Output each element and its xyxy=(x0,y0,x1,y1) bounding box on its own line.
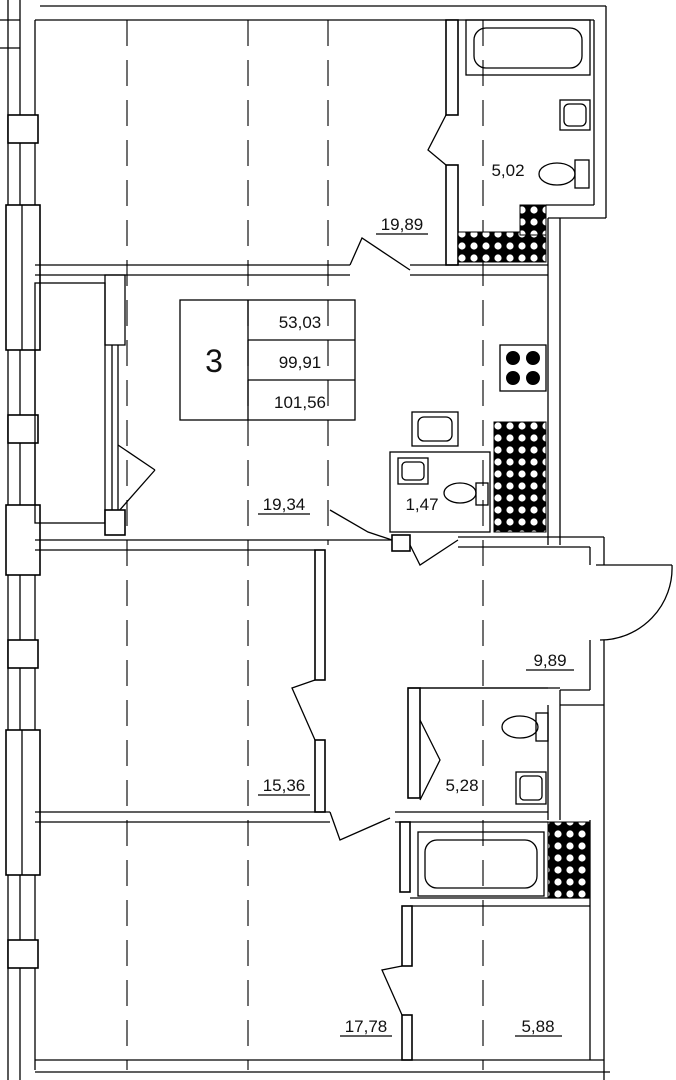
area-label-bathroom-top: 5,02 xyxy=(491,161,524,180)
area-label-bedroom-bottom: 17,78 xyxy=(345,1017,388,1036)
summary-living-area: 53,03 xyxy=(279,313,322,332)
kitchen-living-walls xyxy=(34,274,547,566)
area-label-storage: 5,88 xyxy=(521,1017,554,1036)
area-label-wc: 1,47 xyxy=(405,495,438,514)
axis-lines xyxy=(126,20,484,1070)
area-label-bedroom-top: 19,89 xyxy=(381,215,424,234)
upper-walls xyxy=(35,19,606,545)
area-label-bathroom-middle: 5,28 xyxy=(445,776,478,795)
area-label-hall: 9,89 xyxy=(533,651,566,670)
area-label-bedroom-middle: 15,36 xyxy=(263,776,306,795)
summary-total-area: 99,91 xyxy=(279,353,322,372)
summary-table: 3 53,03 99,91 101,56 xyxy=(205,313,326,412)
summary-rooms: 3 xyxy=(205,343,223,379)
middle-walls xyxy=(35,536,673,1080)
lower-walls xyxy=(35,905,610,1073)
top-wall xyxy=(35,5,607,218)
summary-total-area-balcony: 101,56 xyxy=(274,393,326,412)
room-labels: 19,89 5,02 19,34 1,47 9,89 15,36 5,28 17… xyxy=(258,161,574,1037)
area-label-kitchen-living: 19,34 xyxy=(263,495,306,514)
left-facade xyxy=(0,0,41,1080)
